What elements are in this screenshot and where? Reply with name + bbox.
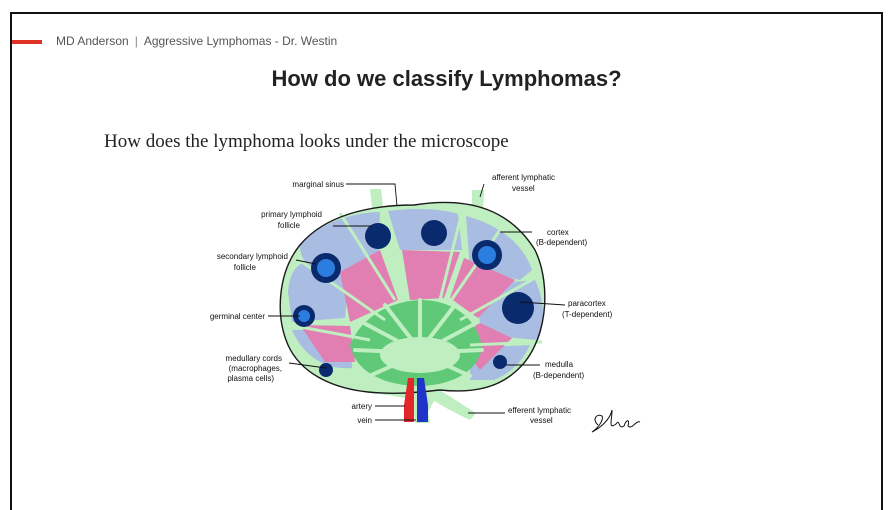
medullary-sinus bbox=[380, 337, 460, 373]
primary-follicle bbox=[421, 220, 447, 246]
germinal-center bbox=[317, 259, 335, 277]
label-medullary-cords: plasma cells) bbox=[227, 374, 274, 383]
label-germinal-center: germinal center bbox=[210, 312, 265, 321]
label-medulla: (B-dependent) bbox=[533, 371, 584, 380]
label-cortex: (B-dependent) bbox=[536, 238, 587, 247]
label-secondary-follicle: secondary lymphoid bbox=[217, 252, 288, 261]
label-vein: vein bbox=[357, 416, 372, 425]
label-paracortex: (T-dependent) bbox=[562, 310, 613, 319]
label-secondary-follicle: follicle bbox=[234, 263, 257, 272]
artist-signature bbox=[592, 410, 640, 432]
primary-follicle bbox=[493, 355, 507, 369]
label-marginal-sinus: marginal sinus bbox=[292, 180, 344, 189]
label-cortex: cortex bbox=[547, 228, 569, 237]
label-afferent-vessel: afferent lymphatic bbox=[492, 173, 555, 182]
lymph-node-body bbox=[280, 189, 545, 423]
label-medullary-cords: (macrophages, bbox=[229, 364, 282, 373]
label-paracortex: paracortex bbox=[568, 299, 606, 308]
primary-follicle bbox=[502, 292, 534, 324]
label-medullary-cords: medullary cords bbox=[226, 354, 282, 363]
germinal-center bbox=[478, 246, 496, 264]
label-efferent-vessel: efferent lymphatic bbox=[508, 406, 571, 415]
label-primary-follicle: primary lymphoid bbox=[261, 210, 322, 219]
primary-follicle bbox=[319, 363, 333, 377]
primary-follicle bbox=[365, 223, 391, 249]
label-efferent-vessel: vessel bbox=[530, 416, 553, 425]
label-afferent-vessel: vessel bbox=[512, 184, 535, 193]
label-primary-follicle: follicle bbox=[278, 221, 301, 230]
label-medulla: medulla bbox=[545, 360, 574, 369]
afferent-vessel-left bbox=[370, 189, 383, 208]
label-artery: artery bbox=[352, 402, 372, 411]
